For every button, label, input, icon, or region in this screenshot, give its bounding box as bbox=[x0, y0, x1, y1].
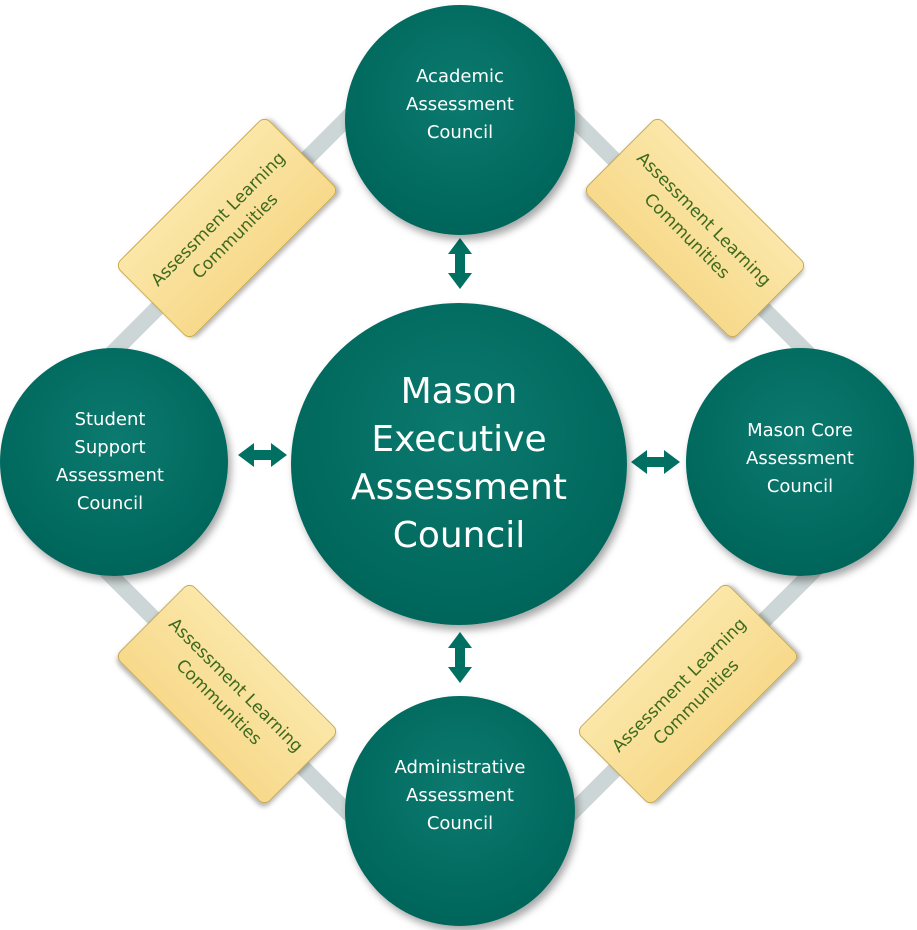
node-left-line-4: Council bbox=[76, 493, 144, 514]
arrow-center-bottom bbox=[448, 632, 472, 683]
node-bottom-line-2: Assessment bbox=[406, 785, 514, 806]
arrow-center-top bbox=[448, 238, 472, 289]
node-mason-core-assessment-council: Mason Core Assessment Council bbox=[686, 348, 914, 576]
node-right-line-2: Assessment bbox=[746, 448, 854, 469]
node-student-support-assessment-council: Student Support Assessment Council bbox=[0, 348, 228, 576]
arrows bbox=[238, 238, 680, 683]
node-top-line-2: Assessment bbox=[406, 94, 514, 115]
center-line-1: Mason bbox=[400, 371, 518, 412]
node-left-line-3: Assessment bbox=[56, 465, 164, 486]
node-academic-assessment-council: Academic Assessment Council bbox=[345, 5, 575, 235]
node-right-line-3: Council bbox=[766, 476, 834, 497]
node-mason-executive-assessment-council: Mason Executive Assessment Council bbox=[291, 303, 627, 625]
node-top-line-1: Academic bbox=[416, 66, 504, 87]
center-line-3: Assessment bbox=[351, 467, 567, 508]
arrow-center-left bbox=[238, 443, 287, 467]
node-right-line-1: Mason Core bbox=[747, 420, 853, 441]
node-bottom-line-3: Council bbox=[426, 813, 494, 834]
node-top-line-3: Council bbox=[426, 122, 494, 143]
node-left-line-1: Student bbox=[74, 409, 146, 430]
node-administrative-assessment-council: Administrative Assessment Council bbox=[345, 696, 575, 926]
node-left-line-2: Support bbox=[74, 437, 146, 458]
center-line-4: Council bbox=[392, 515, 526, 556]
arrow-center-right bbox=[631, 450, 680, 474]
center-line-2: Executive bbox=[371, 419, 547, 460]
node-bottom-line-1: Administrative bbox=[394, 757, 526, 778]
